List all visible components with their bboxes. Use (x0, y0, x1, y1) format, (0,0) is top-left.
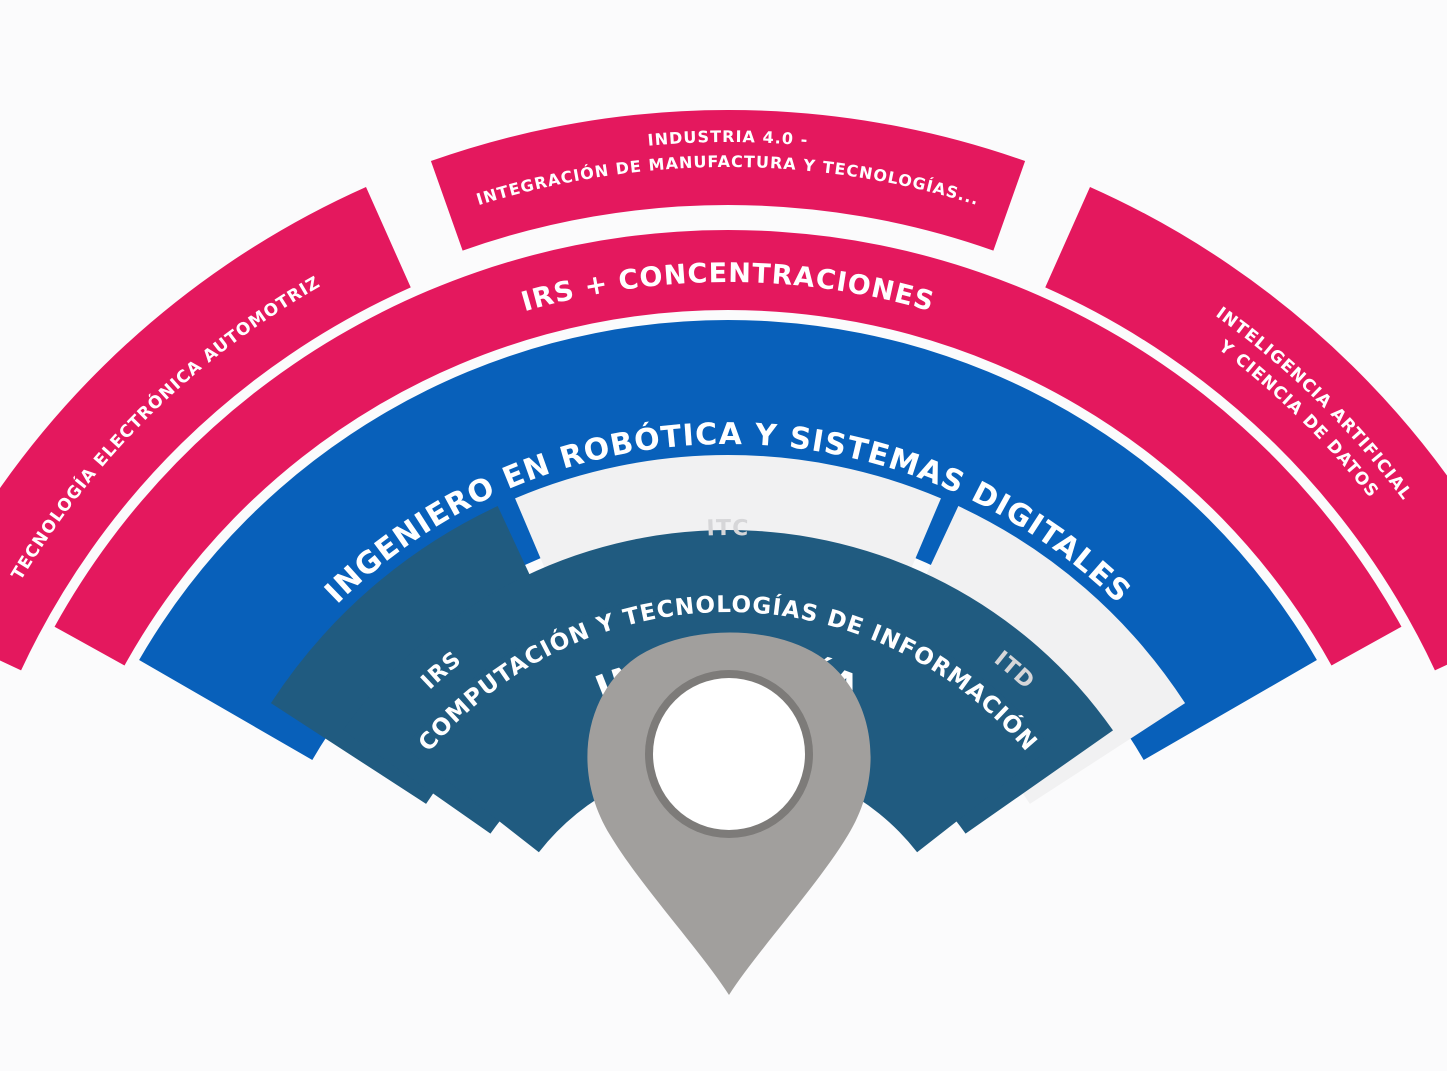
segment-irs-concentrations[interactable] (54, 229, 1402, 666)
segment-industry-40[interactable] (430, 109, 1026, 251)
pin-hole (653, 678, 805, 830)
location-pin-icon (587, 632, 871, 995)
label-industry-40-line1: INDUSTRIA 4.0 - (647, 127, 809, 150)
segment-robotics-engineer[interactable] (139, 320, 1317, 760)
segment-ai-data-science[interactable] (1045, 186, 1447, 671)
label-itc: ITC (706, 516, 750, 542)
outer-ring (0, 109, 1447, 671)
segment-automotive[interactable] (0, 186, 411, 671)
